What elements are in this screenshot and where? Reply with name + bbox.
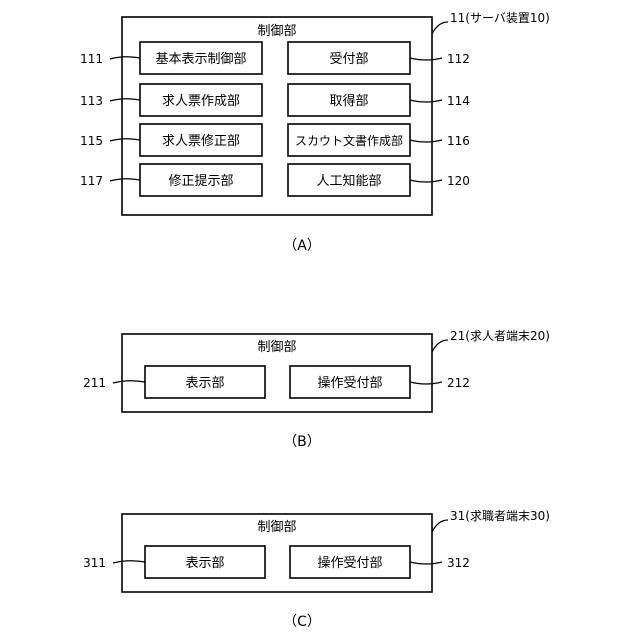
ref-113: 113 [80, 94, 103, 108]
diagram-b: 制御部 21(求人者端末20) 表示部 211 操作受付部 212 （B） [83, 329, 550, 450]
unit-label-113: 求人票作成部 [162, 94, 240, 109]
unit-label-117: 修正提示部 [168, 173, 233, 189]
unit-label-111: 基本表示制御部 [155, 52, 246, 67]
ref-114: 114 [447, 94, 470, 108]
unit-label-120: 人工知能部 [316, 173, 381, 189]
unit-label-115: 求人票修正部 [162, 134, 240, 149]
frame-ref-a: 11(サーバ装置10) [450, 11, 550, 25]
diagram-a: 制御部 11(サーバ装置10) 基本表示制御部 111 受付部 112 求人票作… [80, 11, 550, 254]
frame-title-a: 制御部 [257, 24, 296, 39]
unit-label-311: 表示部 [185, 556, 224, 571]
frame-ref-leader-a [432, 22, 448, 34]
ref-111: 111 [80, 52, 103, 66]
ref-212: 212 [447, 376, 470, 390]
unit-label-112: 受付部 [329, 52, 368, 67]
caption-c: （C） [283, 614, 321, 630]
ref-115: 115 [80, 134, 103, 148]
ref-211: 211 [83, 376, 106, 390]
ref-120: 120 [447, 174, 470, 188]
diagram-c: 制御部 31(求職者端末30) 表示部 311 操作受付部 312 （C） [83, 509, 550, 630]
caption-b: （B） [283, 434, 321, 450]
ref-311: 311 [83, 556, 106, 570]
frame-title-c: 制御部 [257, 520, 296, 535]
unit-label-114: 取得部 [329, 93, 368, 109]
unit-label-312: 操作受付部 [317, 555, 382, 571]
unit-label-212: 操作受付部 [317, 375, 382, 391]
frame-title-b: 制御部 [257, 340, 296, 355]
ref-117: 117 [80, 174, 103, 188]
ref-312: 312 [447, 556, 470, 570]
frame-ref-leader-b [432, 340, 448, 352]
ref-116: 116 [447, 134, 470, 148]
frame-ref-c: 31(求職者端末30) [450, 509, 550, 523]
frame-ref-b: 21(求人者端末20) [450, 329, 550, 343]
unit-label-116: スカウト文書作成部 [295, 133, 403, 148]
ref-112: 112 [447, 52, 470, 66]
caption-a: （A） [283, 238, 321, 254]
unit-label-211: 表示部 [185, 376, 224, 391]
frame-ref-leader-c [432, 520, 448, 532]
